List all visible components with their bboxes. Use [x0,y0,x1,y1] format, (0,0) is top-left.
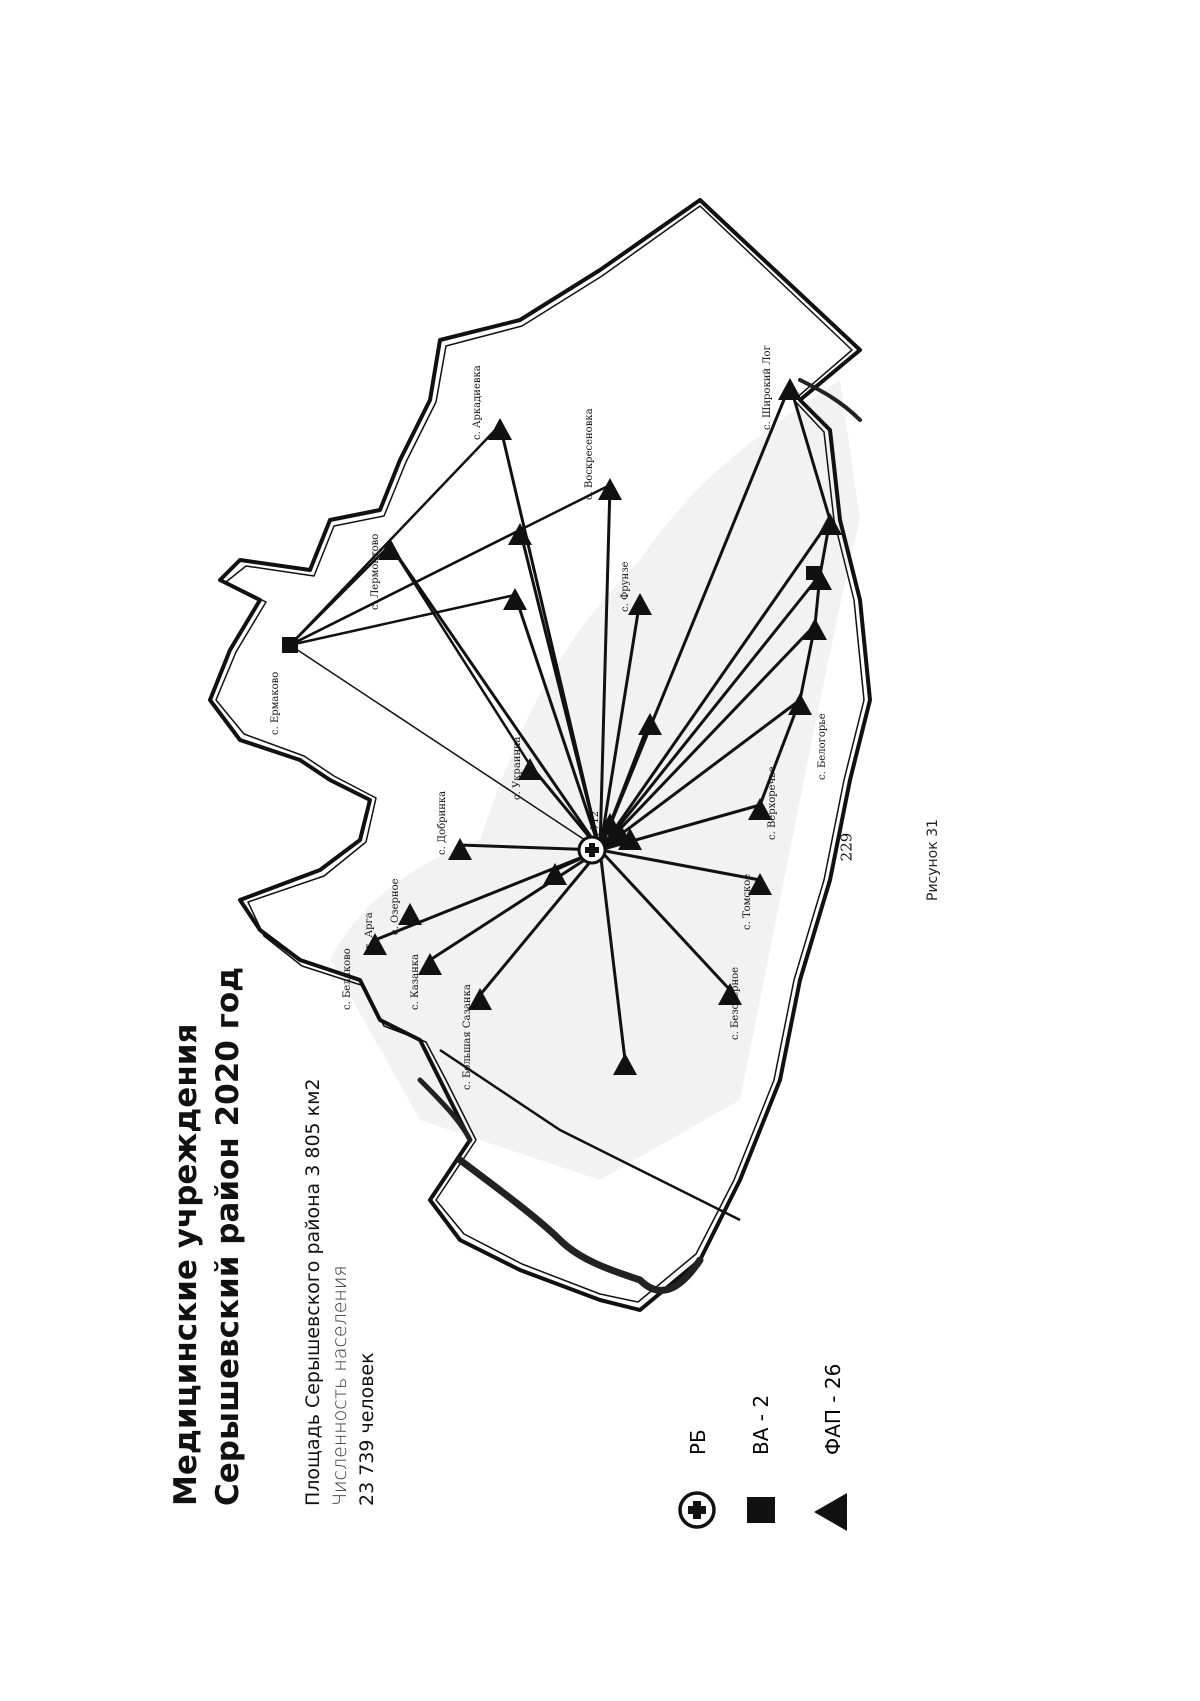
district-border-inner [215,205,865,1303]
terrain-shading [330,380,860,1180]
place-label-ermakovo: с. Ермаково [270,672,281,735]
fap-triangle-icon [778,378,802,400]
fap-triangle-icon [488,418,512,440]
fap-triangle-icon [508,523,532,545]
connections [289,384,832,1061]
river [417,1077,473,1143]
square-icon [747,1497,775,1523]
place-label-dobrinka: с. Добринка [437,791,448,855]
place-label-ozernoe: с. Озерное [390,878,401,935]
fap-triangle-icon [803,618,827,640]
legend-fap-label: ФАП - 26 [821,1364,845,1455]
fap-triangle-icon [748,873,772,895]
fap-triangle-icon [448,838,472,860]
place-label-bolshaya-sazanka: с. Большая Сазанка [462,984,473,1090]
place-label-frunze: с. Фрунзе [620,561,631,612]
place-label-lermontovo: с. Лермонтово [370,534,381,610]
fap-triangle-icon [818,513,842,535]
connections-va [289,424,611,766]
place-label-bezozernoe: с. Безозёрное [730,967,741,1040]
place-label-verkhorechye: с. Верхоречье [767,766,778,840]
place-label-voskresenovka: с. Воскресеновка [584,408,595,500]
plus-circle-icon [678,1491,716,1529]
place-label-belyakovo: с. Беляково [342,948,353,1010]
legend-va: ВА - 2 [747,1395,775,1523]
fap-triangle-icon [518,758,542,780]
legend-fap: ФАП - 26 [814,1364,847,1531]
fap-triangle-icon [543,863,567,885]
place-label-shirokiy-log: с. Широкий Лог [762,345,773,430]
fap-triangle-icon [598,813,622,835]
fap-triangle-icon [718,983,742,1005]
fap-triangle-icon [613,1053,637,1075]
place-label-tomsk: с. Томское [742,874,753,930]
railway-line [439,1048,741,1222]
place-label-belogorie: с. Белогорье [817,713,828,780]
fap-triangle-icon [618,828,642,850]
place-label-arkadievka: с. Аркадиевка [472,365,483,440]
eastern-chain [758,384,832,806]
fap-triangle-icon [628,593,652,615]
fap-triangle-icon [378,538,402,560]
district-border [208,198,872,1312]
fap-triangle-icon [638,713,662,735]
fap-triangle-icon [363,933,387,955]
fap-triangle-icon [788,693,812,715]
river [456,1156,704,1294]
va-square-icon [282,637,298,653]
hospital-beds-label: 712 [590,811,601,830]
fap-triangle-icon [748,798,772,820]
legend-va-label: ВА - 2 [749,1395,773,1455]
va-square-icon [806,566,820,580]
river [798,378,862,422]
fap-triangle-icon [418,953,442,975]
fap-triangle-icon [468,988,492,1010]
legend-rb: РБ [678,1429,716,1529]
hospital-plus-circle-icon [577,835,607,865]
place-label-ukrainka: с. Украинка [512,737,523,800]
place-labels: с. Ермаково с. Лермонтово с. Аркадиевка … [270,345,828,1090]
fap-triangle-icon [503,588,527,610]
fap-triangle-icon [398,903,422,925]
place-label-kazanka: с. Казанка [410,954,421,1010]
fap-markers [363,378,842,1075]
legend-rb-label: РБ [686,1429,710,1455]
triangle-icon [814,1493,847,1531]
fap-triangle-icon [598,478,622,500]
place-label-st-arga: ст. Арга [364,912,375,955]
